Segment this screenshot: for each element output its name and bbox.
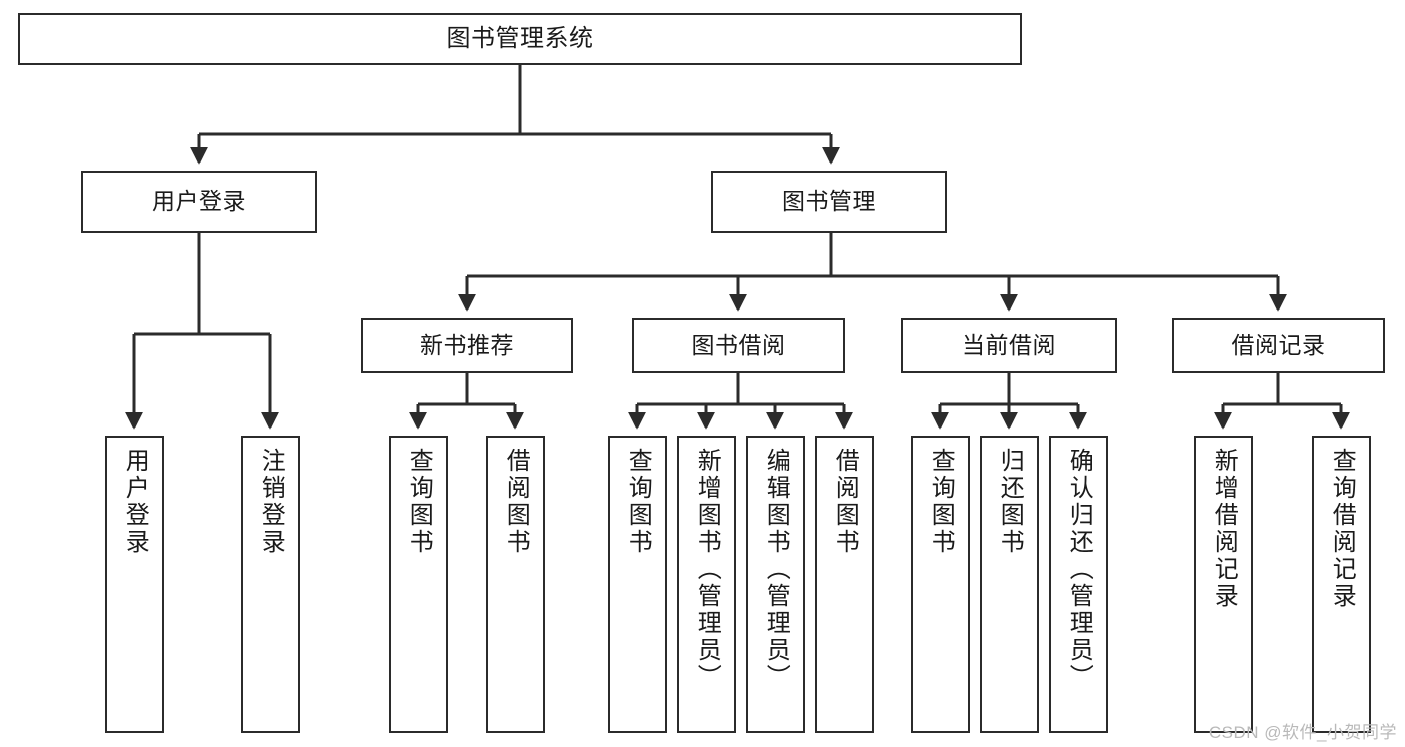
leaf-logout[interactable]: 注销登录 [241,436,300,733]
leaf-borrow-add-book-admin[interactable]: 新增图书（管理员） [677,436,736,733]
node-label: 图书管理 [782,188,876,215]
node-new-book-recommend[interactable]: 新书推荐 [361,318,573,373]
leaf-current-query-book[interactable]: 查询图书 [911,436,970,733]
leaf-current-confirm-return-admin[interactable]: 确认归还（管理员） [1049,436,1108,733]
node-label: 用户登录 [152,188,246,215]
node-label: 新增图书（管理员） [693,448,721,691]
node-user-login[interactable]: 用户登录 [81,171,317,233]
node-label: 新书推荐 [420,331,514,358]
node-label: 编辑图书（管理员） [762,448,790,691]
node-label: 查询图书 [624,448,652,556]
node-label: 当前借阅 [962,331,1056,358]
leaf-current-return-book[interactable]: 归还图书 [980,436,1039,733]
leaf-recommend-query-book[interactable]: 查询图书 [389,436,448,733]
node-label: 查询借阅记录 [1328,448,1356,610]
node-label: 注销登录 [257,448,285,556]
watermark: CSDN @软件_小贺同学 [1208,723,1397,742]
node-current-borrow[interactable]: 当前借阅 [901,318,1117,373]
leaf-borrow-query-book[interactable]: 查询图书 [608,436,667,733]
node-label: 确认归还（管理员） [1065,448,1093,691]
node-book-management[interactable]: 图书管理 [711,171,947,233]
leaf-record-add-borrow-record[interactable]: 新增借阅记录 [1194,436,1253,733]
node-label: 图书管理系统 [446,24,594,52]
node-book-borrow[interactable]: 图书借阅 [632,318,845,373]
node-label: 借阅图书 [831,448,859,556]
node-label: 用户登录 [121,448,149,556]
node-root-system[interactable]: 图书管理系统 [18,13,1022,65]
node-label: 归还图书 [996,448,1024,556]
node-label: 查询图书 [405,448,433,556]
leaf-borrow-edit-book-admin[interactable]: 编辑图书（管理员） [746,436,805,733]
node-borrow-record[interactable]: 借阅记录 [1172,318,1385,373]
node-label: 借阅记录 [1231,331,1326,358]
leaf-user-login[interactable]: 用户登录 [105,436,164,733]
node-label: 新增借阅记录 [1210,448,1238,610]
node-label: 图书借阅 [691,331,786,358]
node-label: 借阅图书 [502,448,530,556]
node-label: 查询图书 [927,448,955,556]
leaf-borrow-borrow-book[interactable]: 借阅图书 [815,436,874,733]
leaf-record-query-borrow-record[interactable]: 查询借阅记录 [1312,436,1371,733]
leaf-recommend-borrow-book[interactable]: 借阅图书 [486,436,545,733]
